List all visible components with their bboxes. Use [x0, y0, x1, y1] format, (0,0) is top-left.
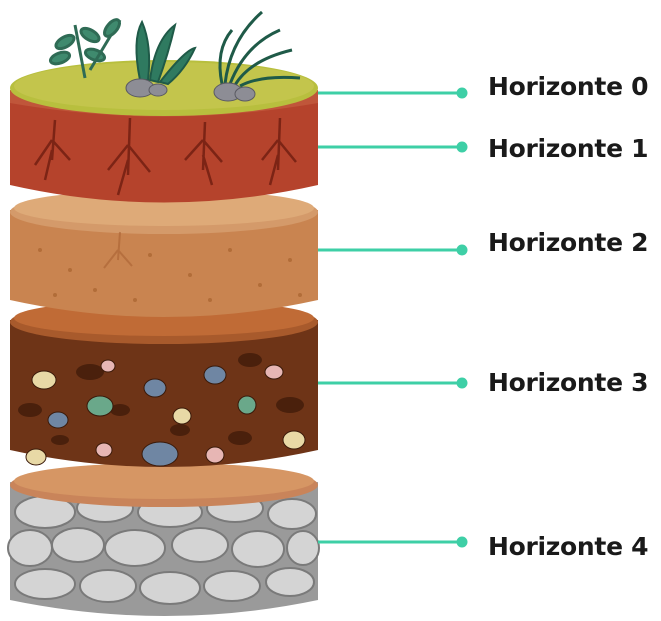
label-horizonte-1: Horizonte 1: [488, 136, 648, 161]
label-horizonte-2: Horizonte 2: [488, 230, 648, 255]
layer-horizonte-3: [10, 300, 318, 467]
label-horizonte-4: Horizonte 4: [488, 534, 648, 559]
label-horizonte-0: Horizonte 0: [488, 74, 648, 99]
leader-lines: [318, 89, 466, 546]
layer-horizonte-0: [10, 12, 318, 117]
layer-horizonte-2: [10, 190, 318, 317]
layer-horizonte-4: [8, 463, 319, 616]
label-horizonte-3: Horizonte 3: [488, 370, 648, 395]
